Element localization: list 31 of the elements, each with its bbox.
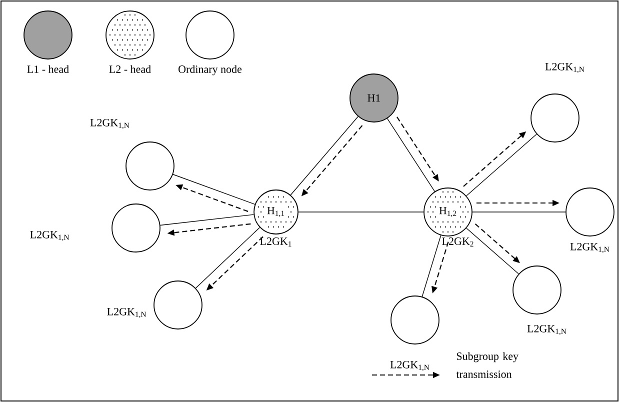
node-label: L2GK$_{2}$ [442,238,474,246]
legend-label: L1 - head [27,65,69,73]
ordinary-node [126,142,174,190]
link-line [172,174,256,205]
node-label: L2GK$_{1}$ [260,238,292,246]
node-label: L2GK$_{1,N}$ [545,62,584,74]
link-line [160,214,254,226]
node-label: L2GK$_{1,N}$ [107,308,146,318]
legend-label: Ordinary node [178,65,242,76]
ordinary-node [154,280,202,330]
subgroup-head-node: H$_{1,2}$ [424,188,472,236]
node-label: L2GK$_{1,N}$ [570,242,610,254]
node-label: L2GK$_{1,N}$ [527,324,566,336]
node-label: L2GK$_{1,N}$ [30,230,70,242]
link-line [422,235,442,297]
node-label: L2GK$_{1,N}$ [90,118,130,130]
ordinary-node [566,188,614,236]
link-line [386,118,436,192]
legend-label: Subgroup key transmission [456,352,518,378]
ordinary-node [512,266,562,314]
link-line [290,116,358,196]
head-node: H1 [350,74,398,122]
link-line [466,134,537,196]
subgroup-head-node: H$_{1,1}$ [254,190,298,234]
ordinary-node [530,94,580,142]
legend-label: L2 - head [109,65,151,73]
ordinary-node [390,296,440,344]
link-line [466,228,519,274]
node-label: L2GK$_{1,N}$ [390,360,430,372]
ordinary-node [112,204,160,252]
link-line [195,227,260,289]
